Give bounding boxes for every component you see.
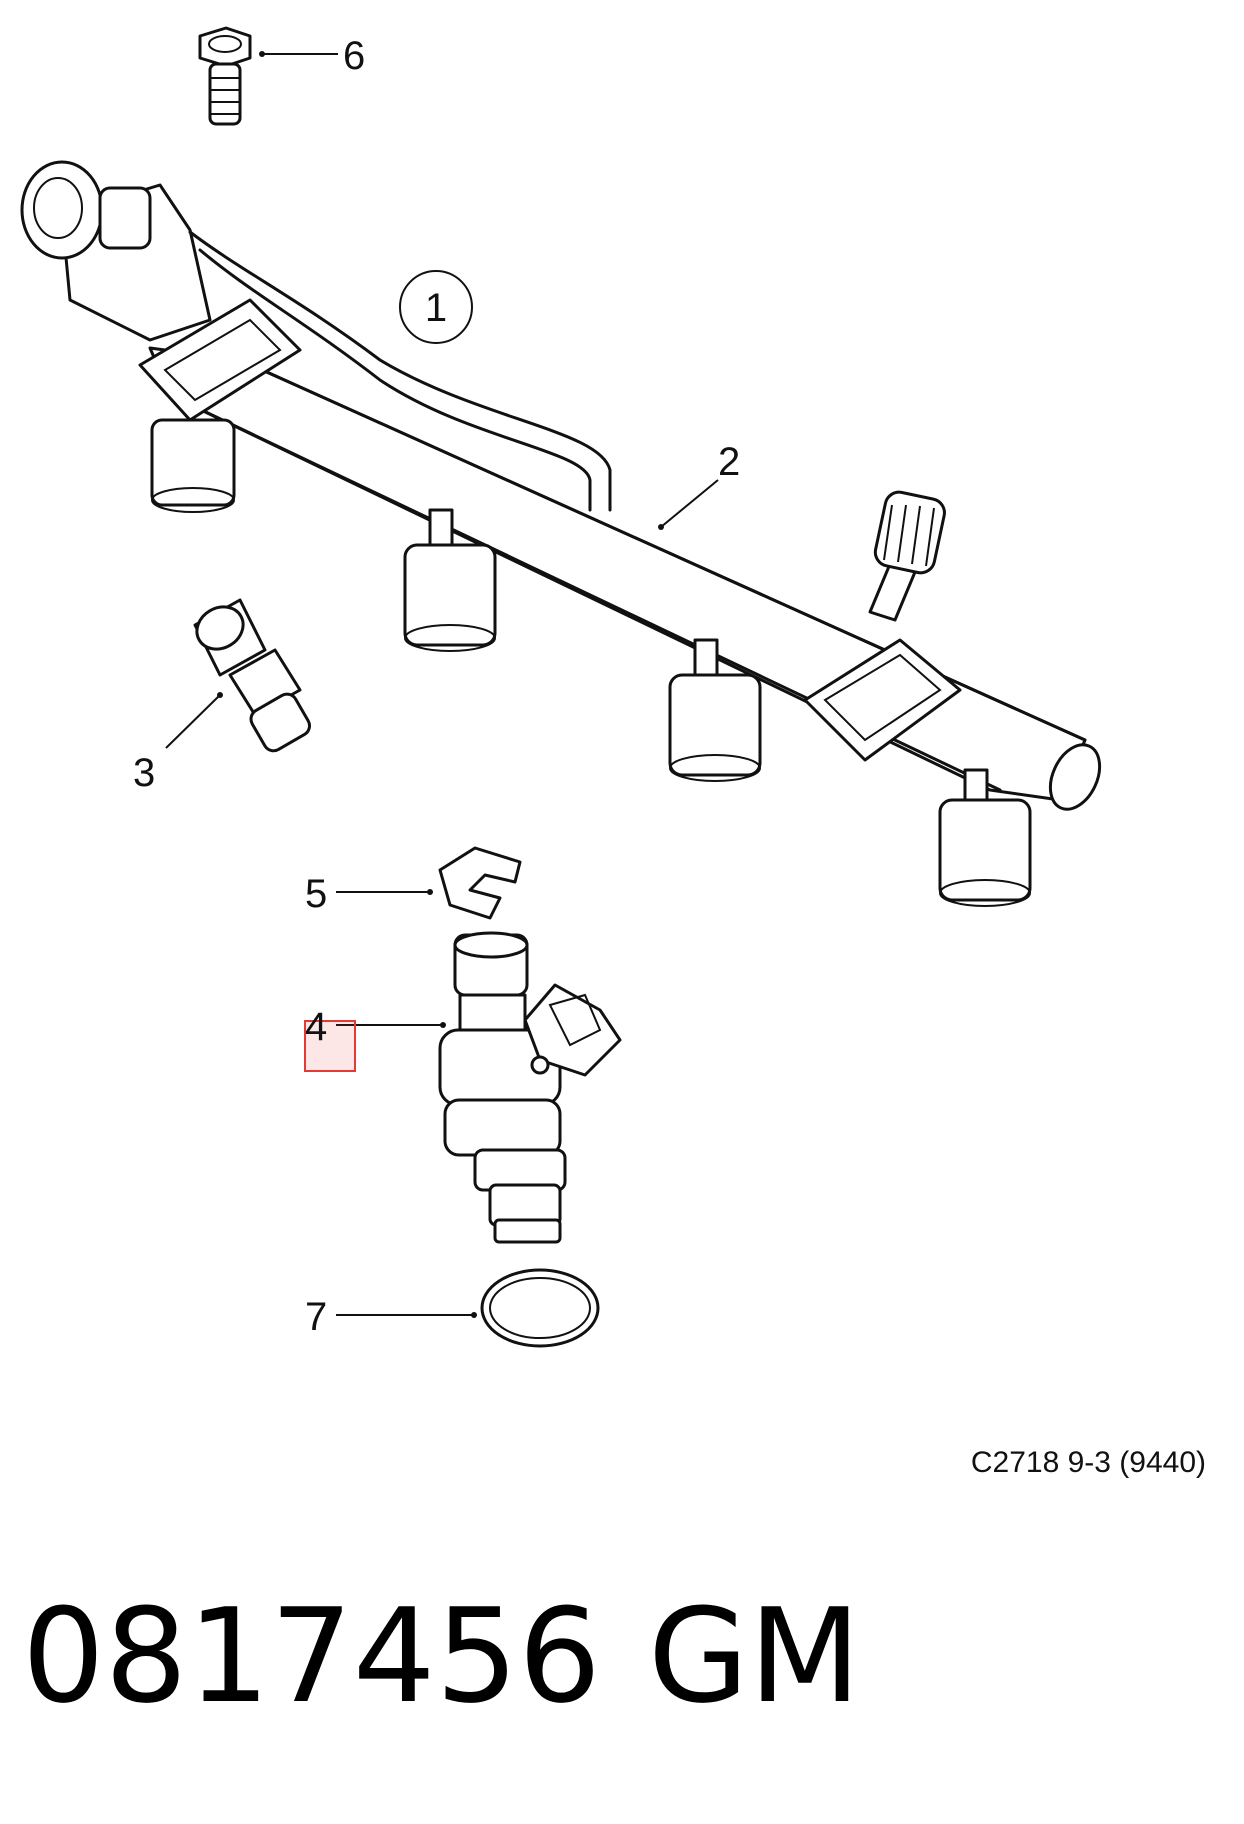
fuel-rail-part-2 xyxy=(20,160,1102,907)
callout-1: 1 xyxy=(399,270,473,344)
part-number: 0817456 xyxy=(22,1580,601,1732)
fitting-part-3 xyxy=(193,598,311,753)
brand-name: GM xyxy=(648,1580,861,1732)
callout-4-highlight xyxy=(304,1020,356,1072)
callout-3: 3 xyxy=(133,692,223,795)
svg-text:4: 4 xyxy=(305,1005,327,1049)
callout-2: 2 xyxy=(658,440,740,530)
svg-text:6: 6 xyxy=(343,34,365,78)
bolt-part-6 xyxy=(198,26,252,126)
callout-5: 5 xyxy=(305,872,433,916)
injector-part-4 xyxy=(438,931,622,1244)
oring-part-7 xyxy=(480,1268,600,1348)
clip-part-5 xyxy=(438,846,522,920)
svg-text:5: 5 xyxy=(305,872,327,916)
callout-7: 7 xyxy=(305,1295,477,1339)
svg-text:3: 3 xyxy=(133,751,155,795)
svg-text:7: 7 xyxy=(305,1295,327,1339)
callout-4: 4 xyxy=(304,1005,446,1072)
diagram-reference: C2718 9-3 (9440) xyxy=(971,1446,1206,1479)
svg-text:2: 2 xyxy=(718,440,740,484)
callout-6: 6 xyxy=(259,34,365,78)
svg-text:1: 1 xyxy=(425,286,447,330)
